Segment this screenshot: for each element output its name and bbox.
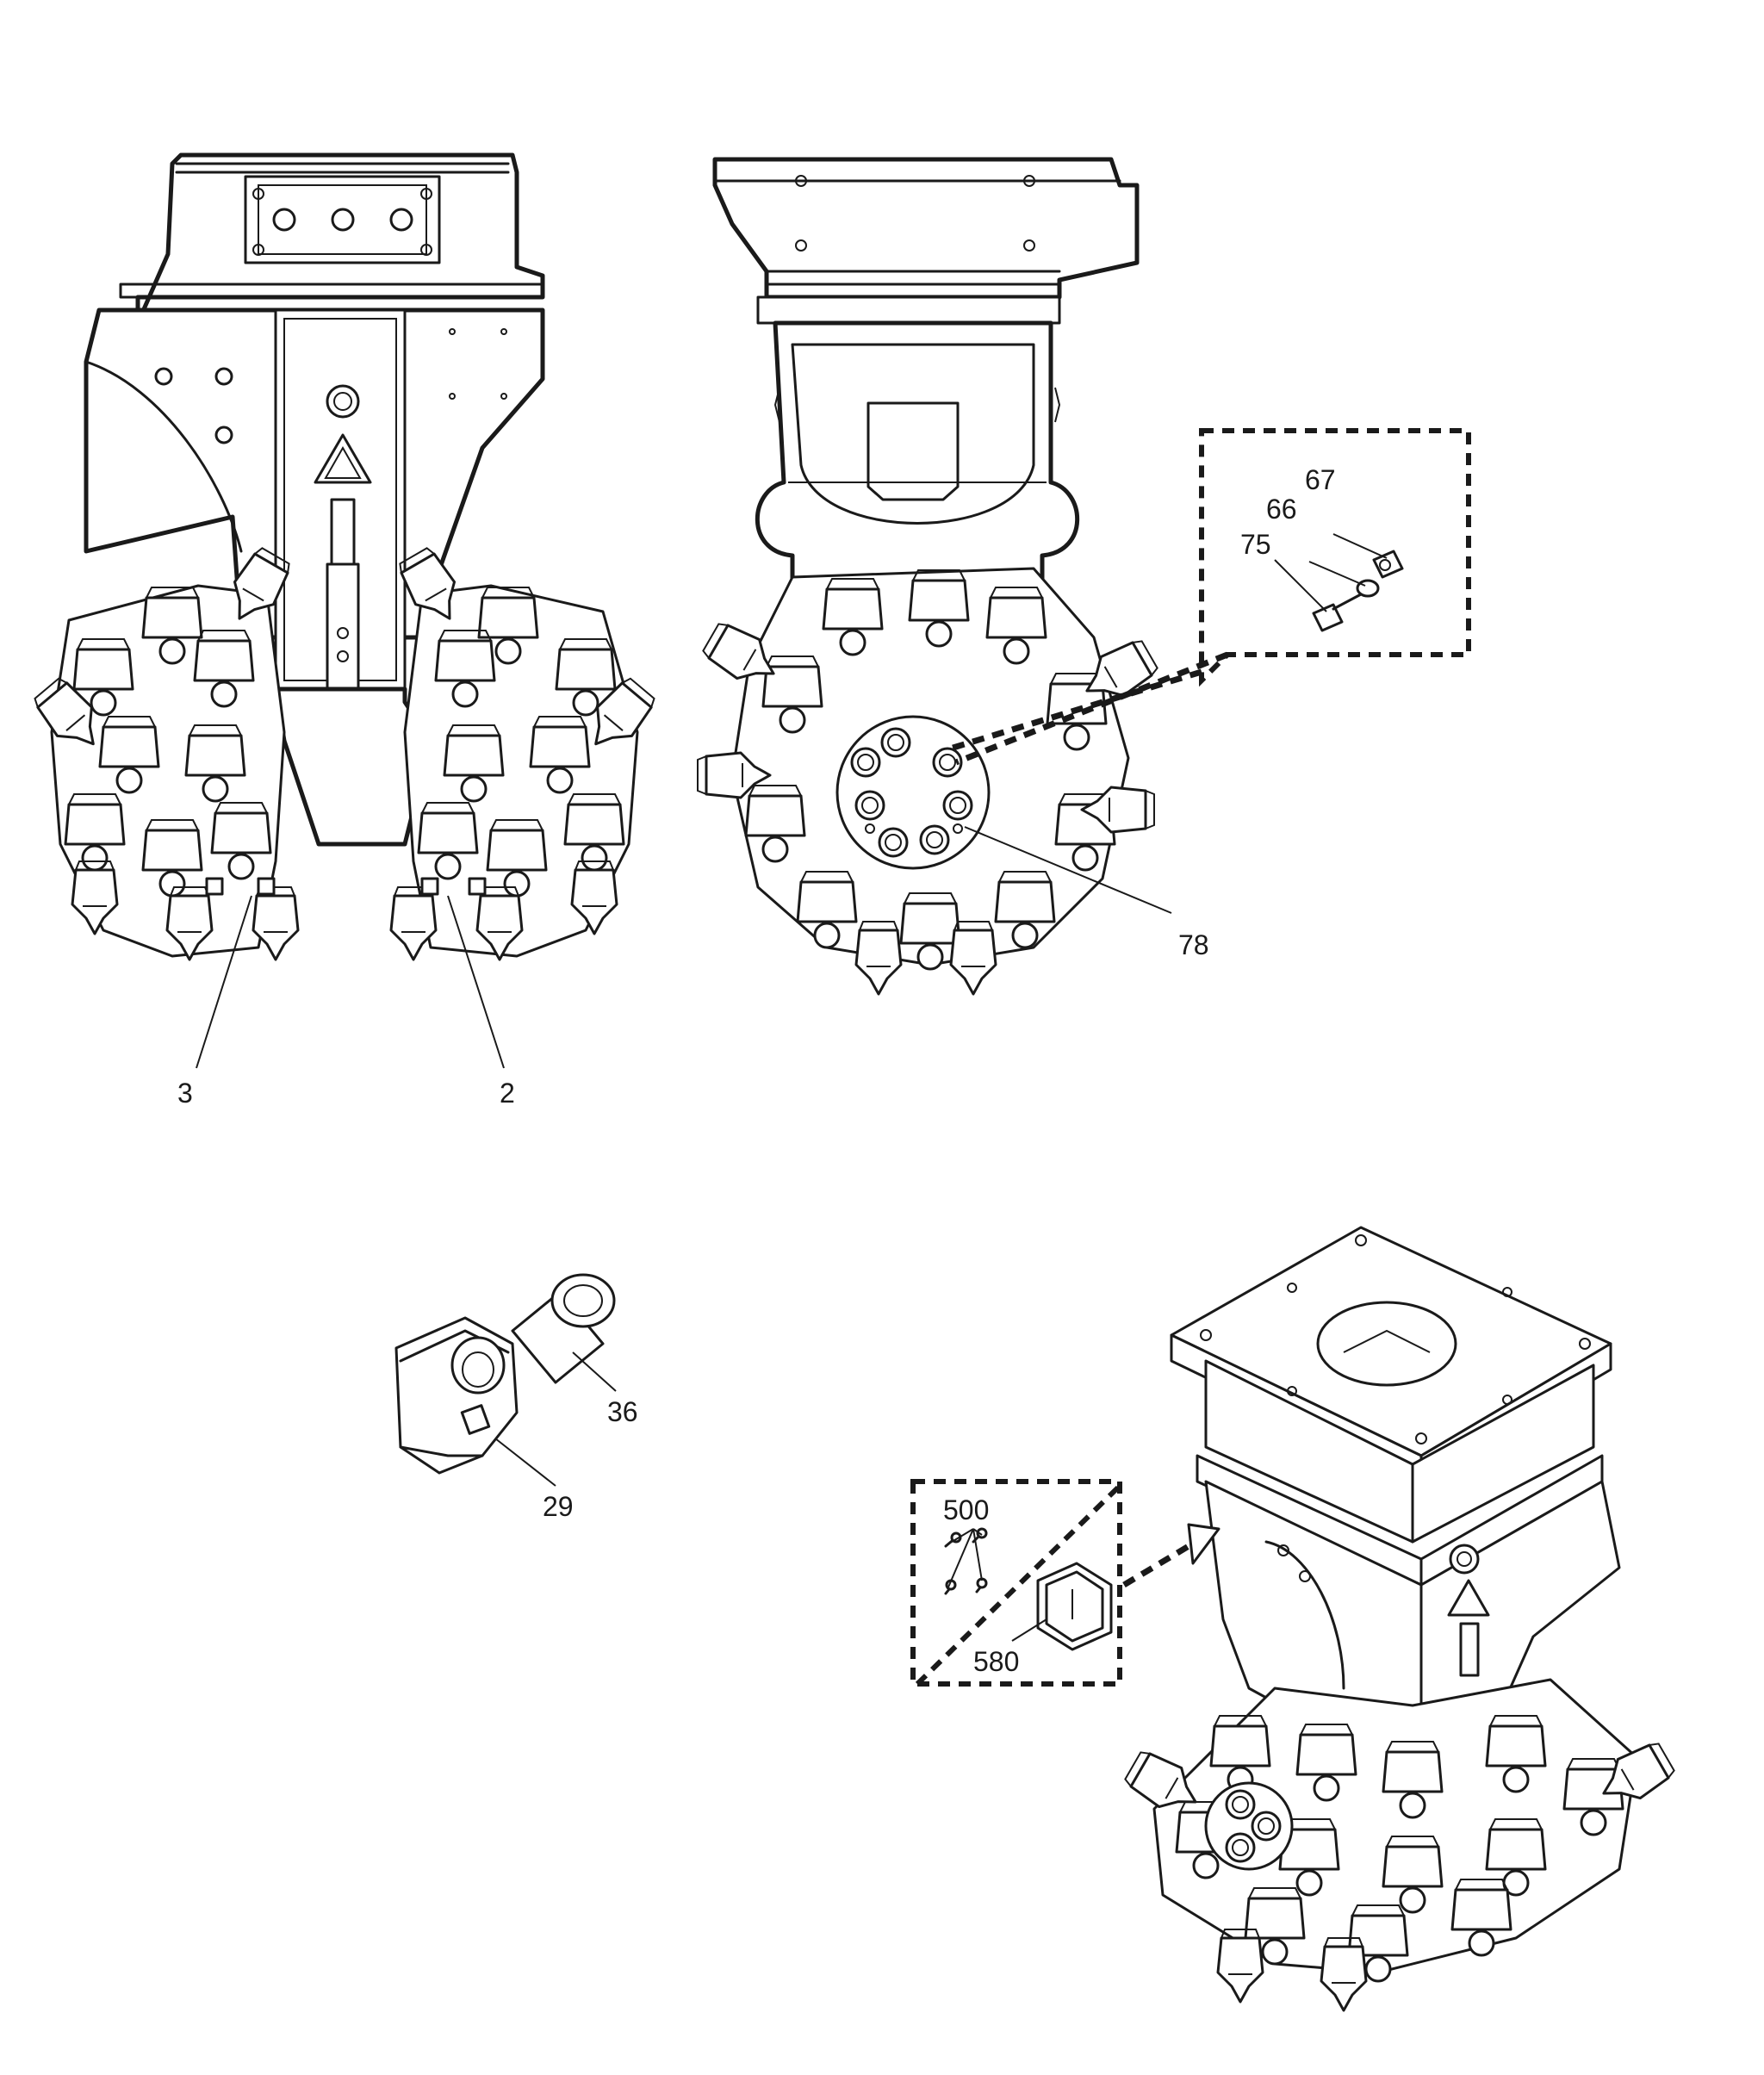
- leader-36: [572, 1351, 617, 1392]
- sensor-detail-box: [910, 1479, 1221, 1687]
- leader-500: [947, 1528, 974, 1590]
- front-view-left-drum: [28, 543, 300, 961]
- callout-67: 67: [1305, 464, 1336, 495]
- callout-2: 2: [500, 1078, 515, 1109]
- leader-2: [447, 895, 505, 1069]
- callout-66: 66: [1266, 494, 1297, 525]
- tooth-holder-part: [394, 1316, 519, 1475]
- callout-500: 500: [943, 1494, 989, 1525]
- callout-36: 36: [607, 1396, 638, 1427]
- bolt-detail-box: [946, 428, 1471, 766]
- callout-78: 78: [1178, 929, 1209, 960]
- callout-580: 580: [973, 1646, 1019, 1677]
- sleeve-part: [511, 1273, 616, 1384]
- callout-75: 75: [1240, 529, 1271, 560]
- leader-580: [1011, 1618, 1047, 1642]
- leader-29: [494, 1438, 556, 1487]
- front-view-cutter: [28, 152, 662, 961]
- leader-78: [964, 826, 1172, 914]
- callout-29: 29: [543, 1491, 574, 1522]
- side-view-cutter: [696, 157, 1163, 996]
- leader-3: [196, 895, 252, 1069]
- callout-3: 3: [177, 1078, 193, 1109]
- front-view-right-drum: [389, 543, 662, 961]
- drum-hub: [835, 715, 991, 870]
- isometric-cutter: [1120, 1226, 1680, 2012]
